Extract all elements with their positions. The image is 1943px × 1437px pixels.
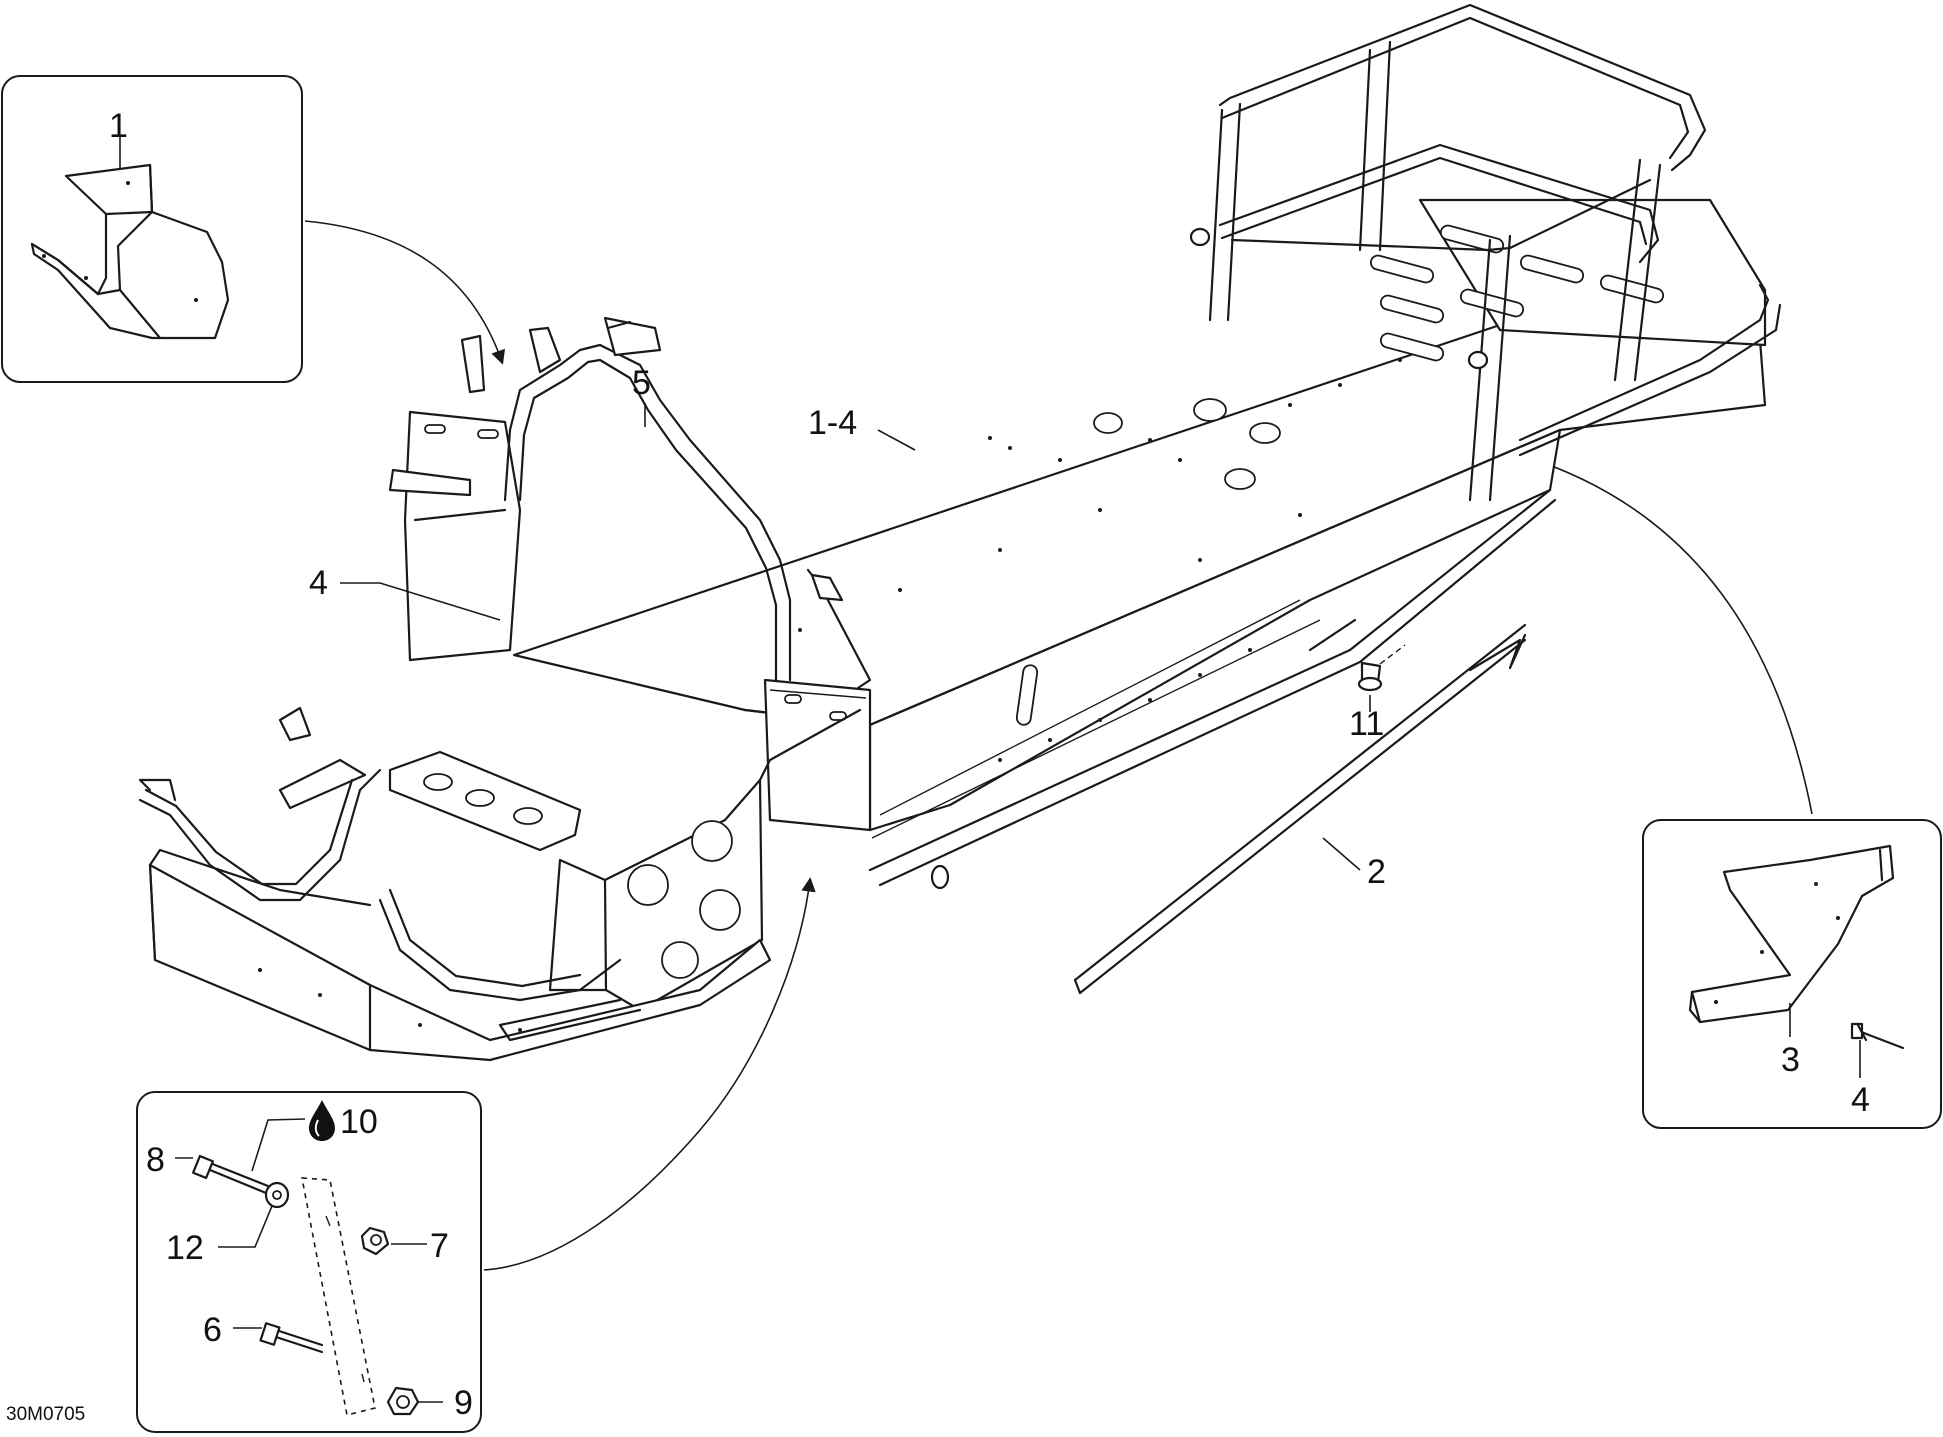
inset-panel-3-4: 3 4	[1642, 819, 1942, 1129]
drawing-id: 30M0705	[6, 1404, 85, 1425]
bolt-8-part	[192, 1154, 270, 1195]
callout-5: 5	[632, 364, 651, 402]
plug-11-part	[1357, 644, 1406, 692]
callout-10: 10	[340, 1103, 378, 1141]
oil-drop-icon	[309, 1100, 335, 1141]
rear-rack-illustration	[1189, 3, 1782, 502]
callout-3: 3	[1781, 1041, 1800, 1079]
callout-1: 1	[109, 107, 128, 145]
frame-assembly-illustration	[138, 3, 1782, 1062]
callout-1-4: 1-4	[808, 404, 857, 442]
inset-panel-hardware: 10 8 12 7 6 9	[136, 1091, 482, 1433]
callout-4-inset: 4	[1851, 1081, 1870, 1119]
callout-11: 11	[1349, 705, 1384, 743]
washer-12-part	[264, 1181, 290, 1209]
deck-slots	[1369, 224, 1665, 362]
rivet-part-illustration	[1850, 1022, 1905, 1050]
callout-4: 4	[309, 564, 328, 602]
plate-part-illustration	[1688, 844, 1895, 1024]
callout-2: 2	[1367, 853, 1386, 891]
bracket-part-illustration	[30, 163, 230, 340]
callout-6: 6	[203, 1311, 222, 1349]
bolt-6-part	[259, 1322, 324, 1354]
callout-8: 8	[146, 1141, 165, 1179]
nut-7-part	[360, 1226, 390, 1256]
callout-7: 7	[430, 1227, 449, 1265]
nut-9-part	[386, 1386, 420, 1416]
callout-9: 9	[454, 1384, 473, 1422]
arrow-icon	[304, 220, 1813, 1271]
callout-12: 12	[166, 1229, 204, 1267]
rivet-dots	[798, 358, 1402, 762]
inset-panel-1: 1	[1, 75, 303, 383]
